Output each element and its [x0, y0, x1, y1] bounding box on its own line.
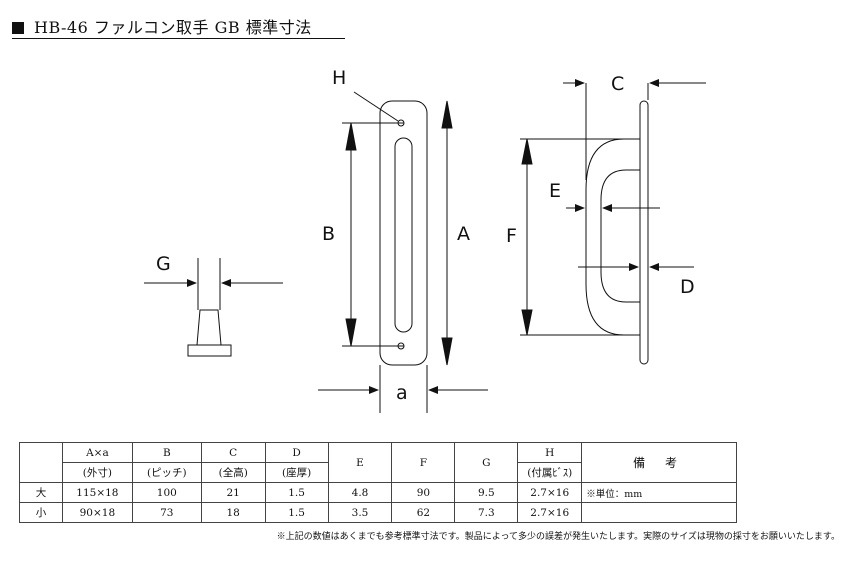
arrowhead-f-bottom [521, 309, 533, 336]
label-c: C [611, 73, 624, 95]
leader-h [353, 91, 399, 122]
label-a-upper: A [457, 223, 470, 245]
label-a-lower: a [396, 382, 408, 404]
screw-shank [196, 309, 222, 346]
page-title: HB-46 ファルコン取手 GB 標準寸法 [12, 14, 312, 38]
header-g: G [454, 442, 519, 483]
header-b-sub: (ピッチ) [131, 462, 202, 483]
header-c-sub: (全高) [200, 462, 266, 483]
arrowhead-b-top [345, 122, 357, 151]
label-e: E [549, 180, 561, 202]
header-f: F [391, 442, 456, 483]
table-cell: 4.8 [327, 482, 393, 503]
side-grip-outer [585, 138, 640, 336]
table-cell: 100 [131, 482, 202, 503]
table-row: 大 115×18 100 21 1.5 4.8 90 9.5 2.7×16 ※単… [19, 482, 737, 503]
table-cell: 7.3 [454, 502, 519, 523]
table-header-row: A×a B C D E F G H 備 考 [19, 442, 737, 483]
label-f: F [506, 225, 517, 247]
label-b: B [322, 223, 335, 245]
header-h-top: H [517, 442, 583, 463]
label-g: G [156, 253, 171, 275]
table-subheader-row: (外寸) (ピッチ) (全高) (座厚) (付属ﾋﾞｽ) [20, 462, 737, 483]
table-cell: 2.7×16 [517, 502, 583, 523]
screw-view [144, 258, 283, 357]
arrowhead-a-top [441, 100, 453, 129]
header-c-top: C [200, 442, 266, 463]
label-d: D [680, 276, 695, 298]
screw-head [187, 344, 232, 357]
handle-front-view [318, 91, 488, 413]
table-cell: 21 [200, 482, 266, 503]
table-cell: 62 [391, 502, 456, 523]
remarks-cell: ※単位：mm [581, 482, 737, 503]
header-d-top: D [264, 442, 329, 463]
header-e: E [327, 442, 393, 483]
row-size-label: 大 [19, 482, 63, 503]
header-corner [19, 442, 63, 483]
header-a-top: A×a [61, 442, 133, 463]
table-cell: 1.5 [264, 482, 329, 503]
remarks-cell [581, 502, 737, 523]
table-cell: 1.5 [264, 502, 329, 523]
table-cell: 73 [131, 502, 202, 523]
header-b-top: B [131, 442, 202, 463]
header-h-sub: (付属ﾋﾞｽ) [517, 462, 583, 483]
table-cell: 90 [391, 482, 456, 503]
handle-side-view [520, 79, 706, 365]
table-cell: 3.5 [327, 502, 393, 523]
side-base-plate [639, 100, 649, 365]
table-cell: 90×18 [61, 502, 133, 523]
header-d-sub: (座厚) [264, 462, 329, 483]
header-a-sub: (外寸) [61, 462, 133, 483]
handle-plate-outline [379, 100, 428, 366]
side-grip-inner [600, 169, 640, 303]
table-row: 小 90×18 73 18 1.5 3.5 62 7.3 2.7×16 [19, 502, 737, 523]
square-bullet-icon [12, 22, 24, 34]
table-cell: 2.7×16 [517, 482, 583, 503]
page-title-text: HB-46 ファルコン取手 GB 標準寸法 [34, 18, 312, 37]
handle-grip-slot [394, 137, 413, 333]
arrowhead-f-top [521, 138, 533, 165]
table-cell: 9.5 [454, 482, 519, 503]
row-size-label: 小 [19, 502, 63, 523]
arrowhead-b-bottom [345, 318, 357, 347]
footnote: ※上記の数値はあくまでも参考標準寸法です。製品によって多少の誤差が発生いたします… [276, 532, 840, 542]
spec-table: A×a B C D E F G H 備 考 (外寸) (ピッチ) (全高) (座… [19, 442, 737, 523]
header-remarks: 備 考 [581, 442, 737, 483]
title-underline [12, 38, 345, 39]
table-cell: 115×18 [61, 482, 133, 503]
technical-drawing: H B A a C E F D G [144, 67, 706, 413]
label-h: H [332, 67, 346, 89]
table-cell: 18 [200, 502, 266, 523]
arrowhead-a-bottom [441, 337, 453, 366]
